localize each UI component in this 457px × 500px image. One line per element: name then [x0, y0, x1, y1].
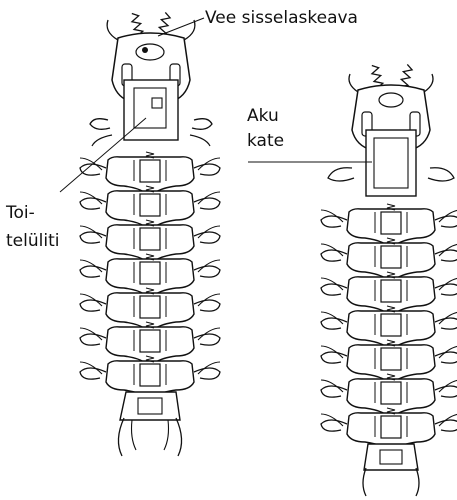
right-centipede-robot [321, 64, 457, 496]
label-battery-cover-line2: kate [247, 131, 284, 152]
leader-water-intake [158, 18, 204, 36]
label-water-intake: Vee sisselaskeava [205, 8, 358, 29]
left-centipede-robot [80, 12, 220, 456]
label-power-switch-line1: Toi- [6, 203, 35, 224]
label-battery-cover-line1: Aku [247, 106, 279, 127]
label-power-switch-line2: telüliti [6, 231, 59, 252]
